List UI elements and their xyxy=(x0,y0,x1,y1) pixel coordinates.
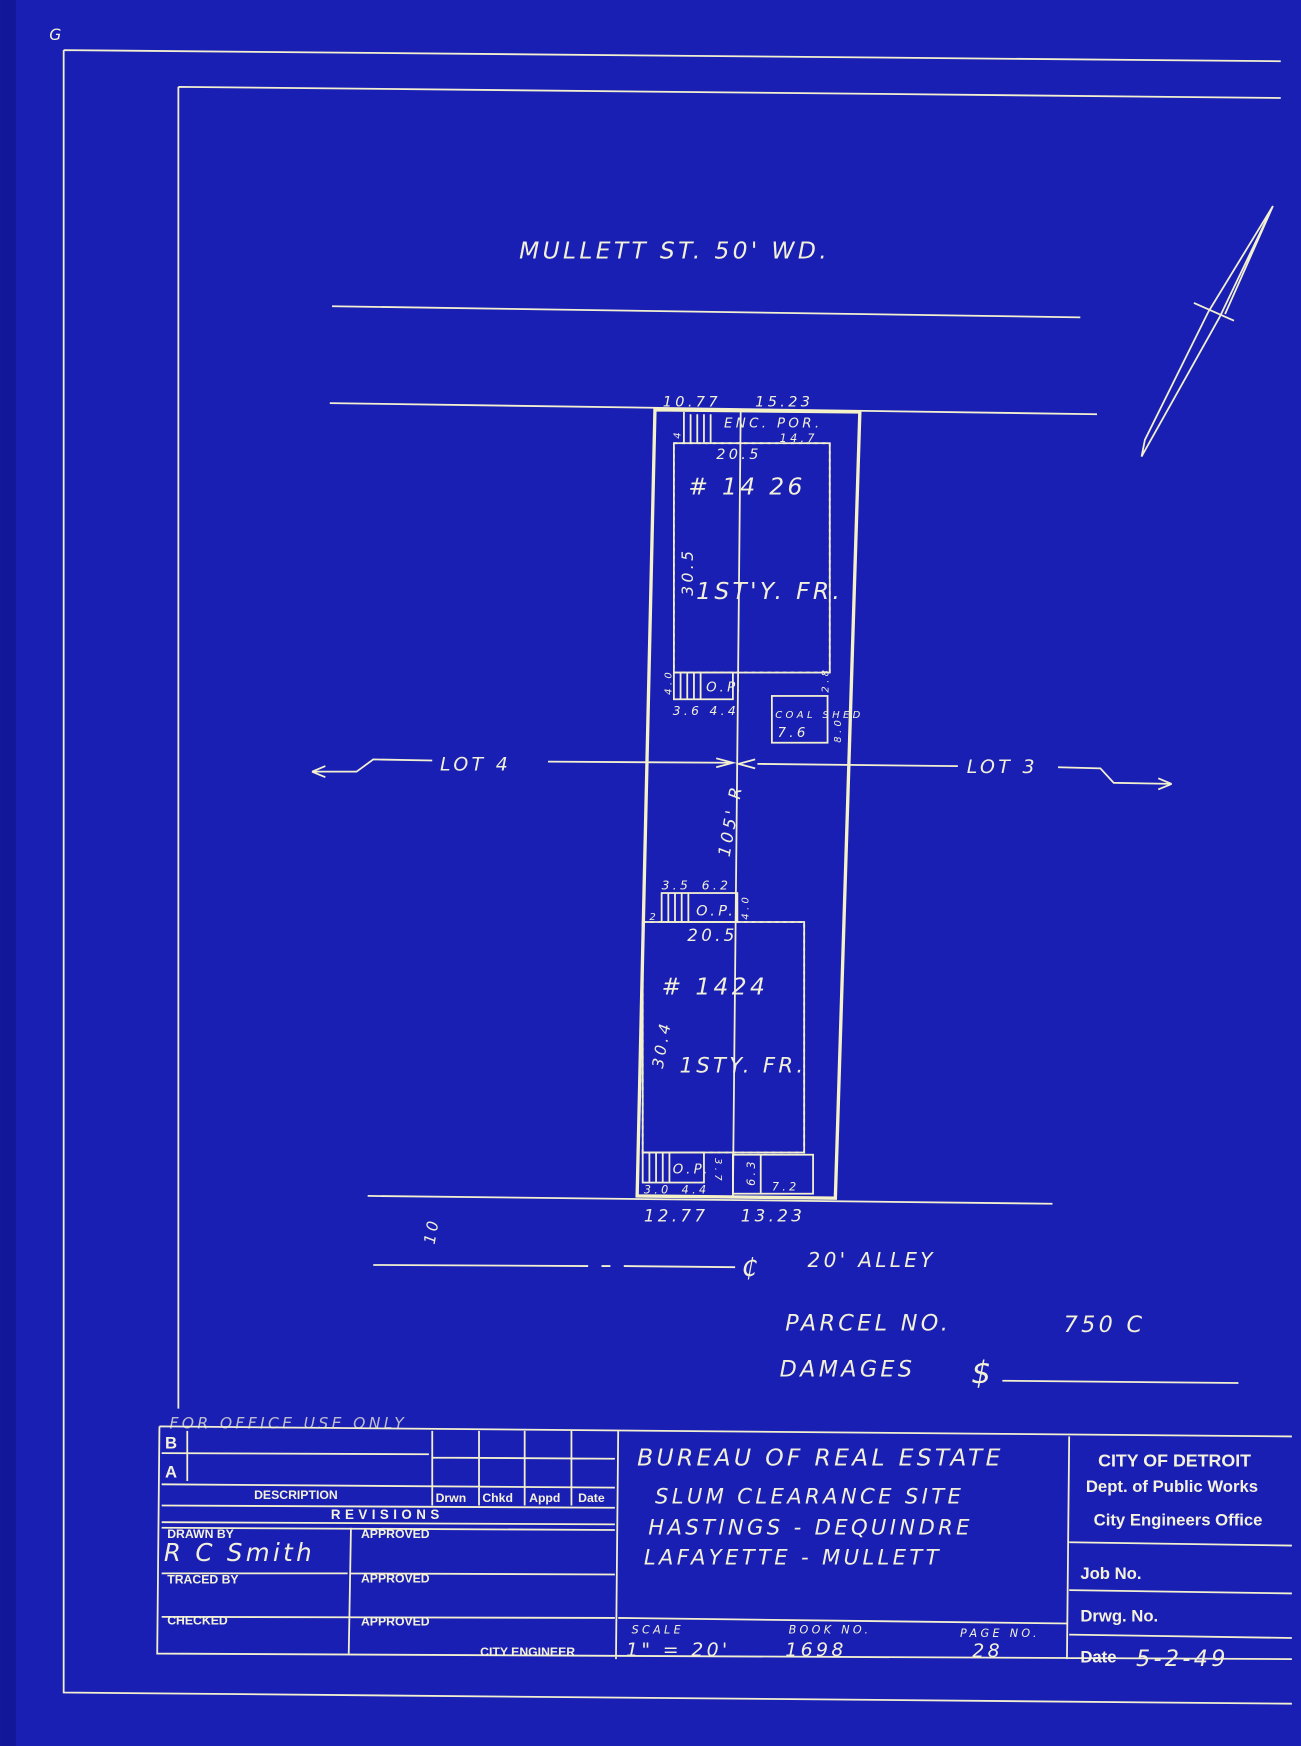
title-block: FOR OFFICE USE ONLY B A DESCRIPTION Drwn… xyxy=(156,1415,1292,1672)
alley-label: 20' ALLEY xyxy=(808,1248,936,1272)
project-line-3: HASTINGS - DEQUINDRE xyxy=(648,1514,973,1539)
lot-4-label: LOT 4 xyxy=(440,754,511,776)
b2-fp-dim-2: 6.2 xyxy=(702,879,731,893)
enc-por-label: ENC. POR. xyxy=(724,417,822,432)
north-arrow-icon xyxy=(1140,205,1274,457)
approved-label-1: APPROVED xyxy=(361,1527,430,1541)
revision-row-a: A xyxy=(165,1463,177,1482)
drawn-by-signature: R C Smith xyxy=(164,1538,315,1567)
b1-depth: 30.5 xyxy=(679,548,697,596)
revisions-heading: REVISIONS xyxy=(331,1507,444,1522)
corner-mark: G xyxy=(49,26,64,44)
b2-fp-side: 4.0 xyxy=(740,894,751,920)
b1-width: 20.5 xyxy=(716,447,762,463)
scale-value: 1" = 20' xyxy=(626,1639,731,1661)
office-use-note: FOR OFFICE USE ONLY xyxy=(169,1415,407,1433)
city-engineer-label: CITY ENGINEER xyxy=(480,1645,575,1659)
building-1424: O.P. 3.5 6.2 2 4.0 20.5 # 1424 1STY. FR.… xyxy=(641,879,814,1197)
b1-porch-dim-1: 3.6 xyxy=(673,704,702,718)
parcel-label: PARCEL NO. xyxy=(785,1311,951,1337)
approved-label-3: APPROVED xyxy=(361,1615,430,1629)
project-line-4: LAFAYETTE - MULLETT xyxy=(644,1544,942,1569)
damages-blank-line xyxy=(1002,1379,1239,1384)
checked-label: CHECKED xyxy=(167,1614,228,1628)
date-label: Date xyxy=(1080,1647,1116,1666)
alley-centerline xyxy=(373,1264,736,1269)
lot-line: LOT 4 LOT 3 xyxy=(311,754,1172,791)
b1-type: 1ST'Y. FR. xyxy=(696,577,843,605)
b1-porch: O.P. xyxy=(706,680,744,695)
b1-small-dim: 4 xyxy=(673,429,684,439)
b2-rp-dim-1: 3.0 xyxy=(644,1184,672,1197)
org-office: City Engineers Office xyxy=(1094,1511,1263,1530)
coal-shed-dim: 7.6 xyxy=(777,726,808,741)
alley-line xyxy=(367,1195,1053,1205)
page-label: PAGE NO. xyxy=(960,1627,1040,1640)
b1-porch-dim-2: 4.4 xyxy=(710,704,739,718)
traced-by-label: TRACED BY xyxy=(167,1572,238,1586)
top-dim-right: 15.23 xyxy=(755,394,813,410)
bottom-dim-left: 12.77 xyxy=(644,1206,708,1226)
bottom-dim-right: 13.23 xyxy=(741,1206,805,1226)
misc-mark: 10 xyxy=(421,1216,443,1245)
street-line xyxy=(329,305,1098,416)
b1-porch-depth: 4.0 xyxy=(664,669,675,695)
page-number: 28 xyxy=(972,1640,1003,1662)
lot-3-label: LOT 3 xyxy=(967,756,1038,778)
building-1426: 4 ENC. POR. 14.7 20.5 # 14 26 1ST'Y. FR.… xyxy=(664,412,864,744)
rev-header-date: Date xyxy=(578,1491,605,1505)
org-dept: Dept. of Public Works xyxy=(1086,1477,1258,1496)
coal-shed-side-dim: 8.0 xyxy=(833,717,844,743)
approved-label-2: APPROVED xyxy=(361,1571,430,1585)
rev-header-drwn: Drwn xyxy=(436,1491,467,1505)
org-city: CITY OF DETROIT xyxy=(1098,1451,1251,1471)
project-line-1: BUREAU OF REAL ESTATE xyxy=(637,1443,1004,1471)
b2-fp-dim-1: 3.5 xyxy=(662,879,691,893)
outer-border xyxy=(62,49,1292,1705)
rev-header-appd: Appd xyxy=(529,1491,560,1505)
dollar-sign: $ xyxy=(971,1355,994,1391)
coal-shed xyxy=(770,695,829,744)
centerline-icon: ₵ xyxy=(742,1253,761,1282)
b1-number: # 14 26 xyxy=(688,472,805,500)
b2-type: 1STY. FR. xyxy=(679,1052,806,1077)
b1-side-dim: 2.8 xyxy=(821,667,832,693)
job-no-label: Job No. xyxy=(1080,1564,1141,1583)
b2-number: # 1424 xyxy=(662,972,769,1000)
revision-row-b: B xyxy=(165,1434,177,1453)
b2-width: 20.5 xyxy=(687,925,738,945)
damages-label: DAMAGES xyxy=(780,1356,916,1382)
b2-rp-dim-2: 4.4 xyxy=(682,1184,710,1197)
street-name: MULLETT ST. 50' WD. xyxy=(519,236,830,264)
scale-label: SCALE xyxy=(632,1624,684,1637)
b2-box-dim-2: 7.2 xyxy=(772,1180,800,1193)
rev-header-description: DESCRIPTION xyxy=(254,1488,338,1502)
b2-rear-porch: O.P. xyxy=(673,1163,711,1178)
b2-rp-side: 3.7 xyxy=(712,1158,723,1184)
drawn-by-label: DRAWN BY xyxy=(167,1527,234,1541)
b2-box-dim-1: 6.3 xyxy=(745,1158,758,1186)
rev-header-chkd: Chkd xyxy=(482,1491,513,1505)
enc-dim: 14.7 xyxy=(780,432,818,445)
parcel-number: 750 C xyxy=(1064,1312,1146,1338)
date-value: 5-2-49 xyxy=(1136,1646,1229,1672)
top-dim-left: 10.77 xyxy=(663,394,721,410)
book-label: BOOK NO. xyxy=(789,1624,872,1637)
drwg-no-label: Drwg. No. xyxy=(1080,1606,1158,1625)
b2-front-porch: O.P. xyxy=(696,903,736,919)
coal-shed-label: COAL SHED xyxy=(775,710,864,721)
book-number: 1698 xyxy=(785,1639,846,1661)
project-line-2: SLUM CLEARANCE SITE xyxy=(655,1483,964,1508)
inner-frame xyxy=(177,85,1281,1409)
b2-fp-left: 2 xyxy=(649,912,659,923)
